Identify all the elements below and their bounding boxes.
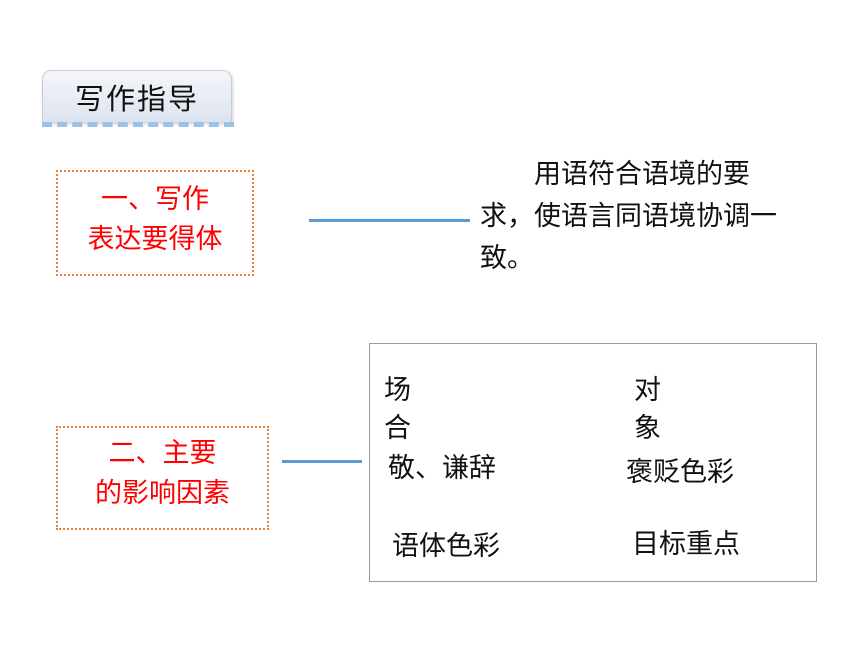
point-box-main-factors: 二、主要 的影响因素	[56, 426, 269, 530]
factors-box	[369, 343, 817, 582]
factor-register-detail: 语体色彩	[392, 531, 500, 562]
factor-audience-detail: 褒贬色彩	[626, 457, 734, 488]
factor-occasion-detail: 敬、谦辞	[388, 453, 496, 484]
definition-text: 用语符合语境的要求，使语言同语境协调一致。	[480, 159, 777, 274]
point-box-appropriate-expression: 一、写作 表达要得体	[56, 170, 254, 276]
point-title-line-2: 表达要得体	[87, 224, 223, 255]
connector-line-2	[282, 460, 362, 463]
factor-occasion-heading: 场合	[384, 375, 411, 444]
factor-audience-heading: 对象	[634, 375, 661, 444]
section-tab-writing-guide: 写作指导	[42, 70, 232, 122]
point-title-line-1: 一、写作	[101, 184, 209, 215]
factors-title-line-1: 二、主要	[108, 438, 217, 469]
factors-title-line-2: 的影响因素	[95, 478, 230, 509]
connector-line-1	[309, 219, 470, 222]
tab-dashed-underline	[42, 122, 234, 127]
factor-goal-detail: 目标重点	[632, 529, 740, 560]
